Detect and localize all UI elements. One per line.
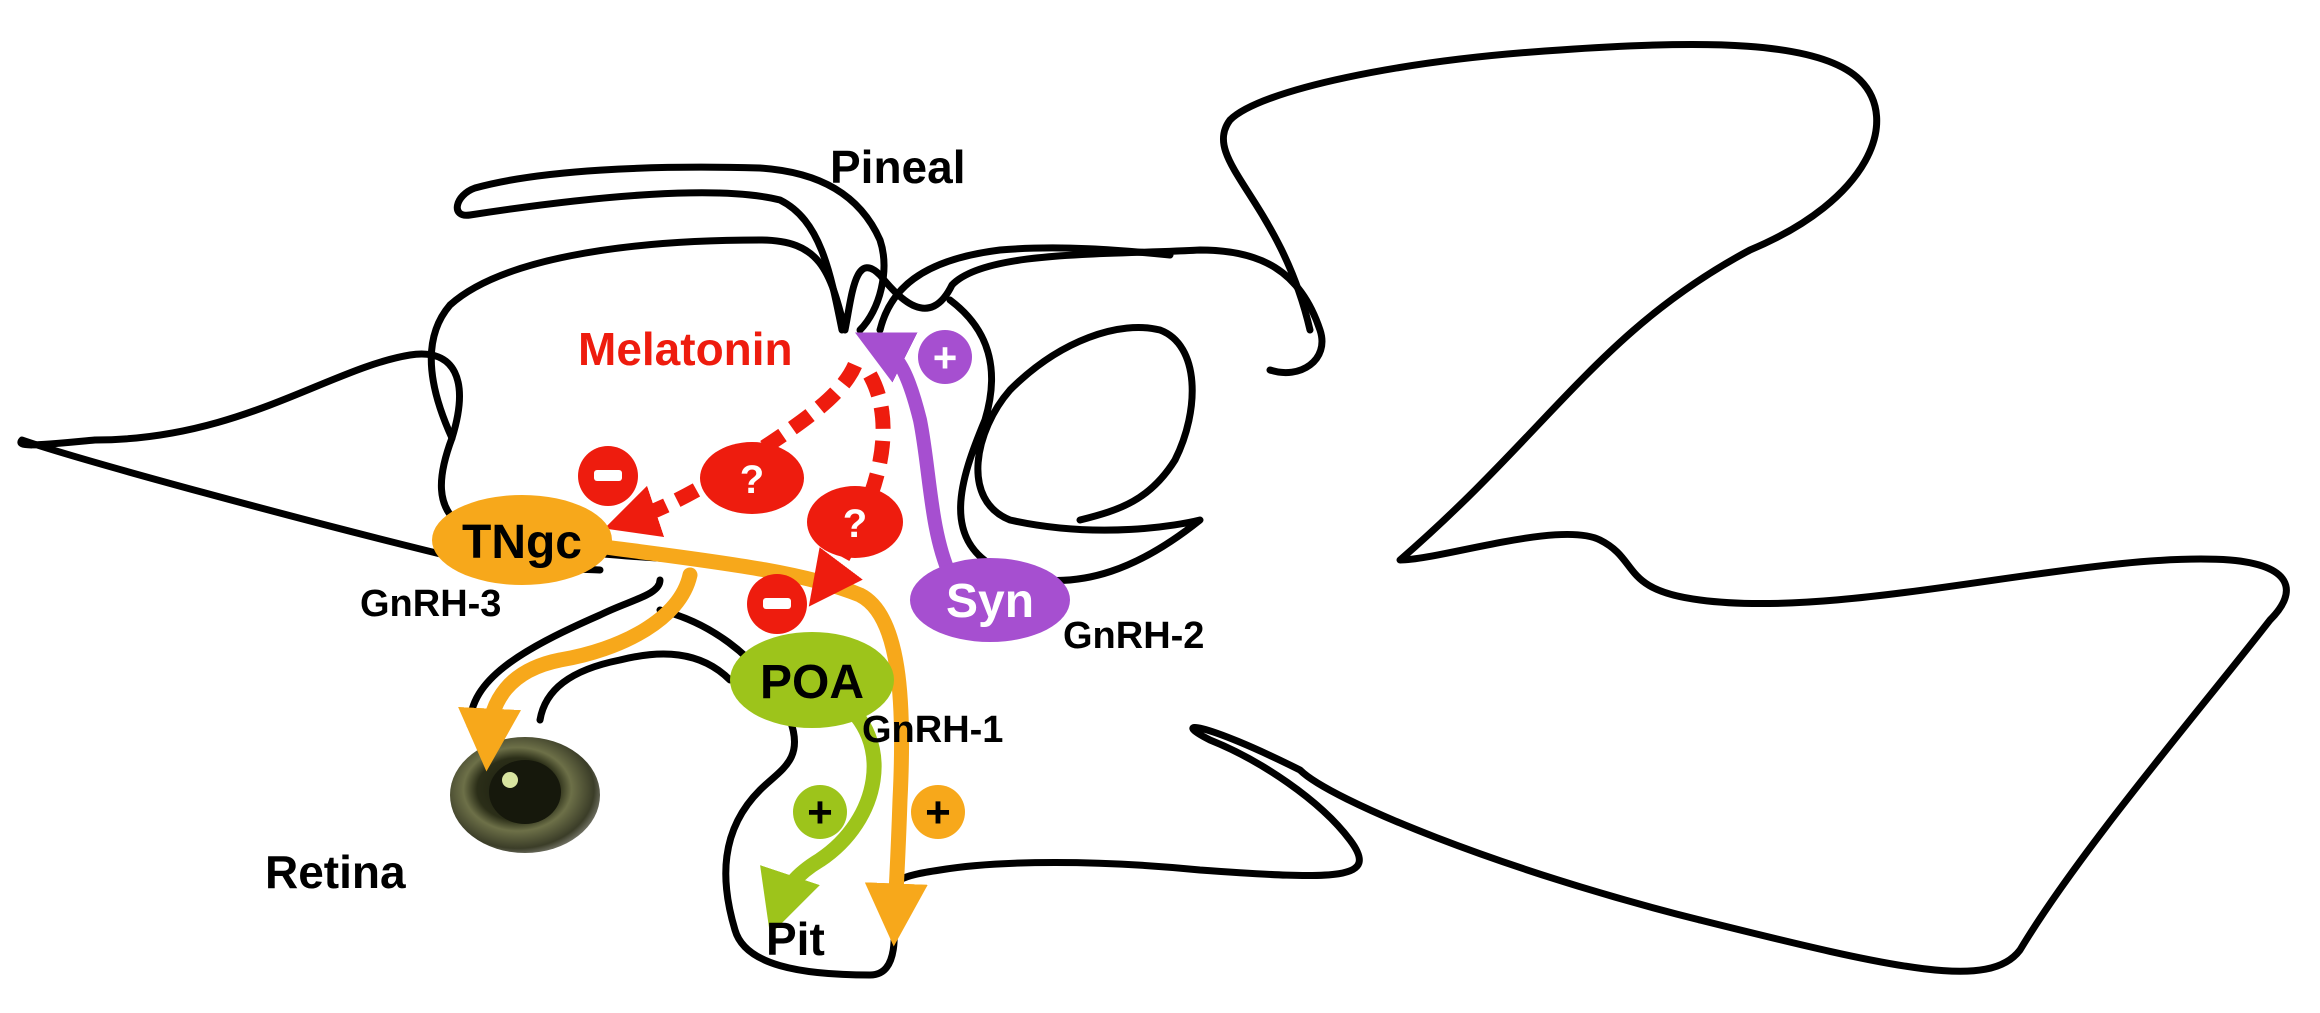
unknown-marker-tngc: ? <box>700 442 804 514</box>
plus-marker-gnrh1: + <box>793 785 847 839</box>
gnrh2-pathway <box>854 332 957 582</box>
pineal-left-outline <box>453 163 888 334</box>
syn-label: Syn <box>946 575 1034 628</box>
svg-text:+: + <box>925 788 951 837</box>
pit-label: Pit <box>766 913 825 965</box>
tngc-node: TNgc <box>432 495 612 585</box>
gnrh2-to-pineal-arrow <box>854 332 957 582</box>
retina-label: Retina <box>265 846 406 898</box>
svg-text:+: + <box>933 334 958 381</box>
gnrh1-to-pit-arrow <box>760 692 882 935</box>
gnrh1-pathway <box>760 692 882 935</box>
optic-nerve-outline <box>466 576 664 729</box>
tngc-label: TNgc <box>462 516 582 569</box>
syn-node: Syn <box>910 558 1070 642</box>
minus-marker-poa <box>747 574 807 634</box>
retina-eye <box>450 737 600 853</box>
minus-marker-tngc <box>578 446 638 506</box>
gnrh1-label: GnRH-1 <box>862 709 1003 751</box>
gnrh3-to-retina-arrow <box>458 567 698 772</box>
plus-marker-gnrh3: + <box>911 785 965 839</box>
svg-text:?: ? <box>740 458 764 502</box>
gnrh3-to-pit-arrow <box>582 537 928 947</box>
gnrh2-label: GnRH-2 <box>1063 615 1204 657</box>
brain-outline <box>17 40 2290 979</box>
pineal-right-outline <box>876 244 1174 334</box>
melatonin-label: Melatonin <box>578 323 793 375</box>
optic-nerve-outline-inner <box>536 650 734 724</box>
gnrh3-label: GnRH-3 <box>360 583 501 625</box>
svg-text:?: ? <box>843 502 867 546</box>
poa-label: POA <box>760 656 864 709</box>
plus-marker-gnrh2: + <box>918 330 972 384</box>
cerebellum-outline <box>1220 40 2290 975</box>
svg-text:+: + <box>807 788 833 837</box>
medulla-outline <box>888 724 1704 924</box>
telencephalon-outline <box>427 236 1326 442</box>
melatonin-to-tngc-arrow <box>604 361 862 538</box>
unknown-marker-poa: ? <box>807 486 903 558</box>
tectum-outline <box>946 296 1204 584</box>
pineal-label: Pineal <box>830 141 966 193</box>
poa-node: POA <box>730 632 894 728</box>
gnrh3-pathways <box>458 537 928 947</box>
